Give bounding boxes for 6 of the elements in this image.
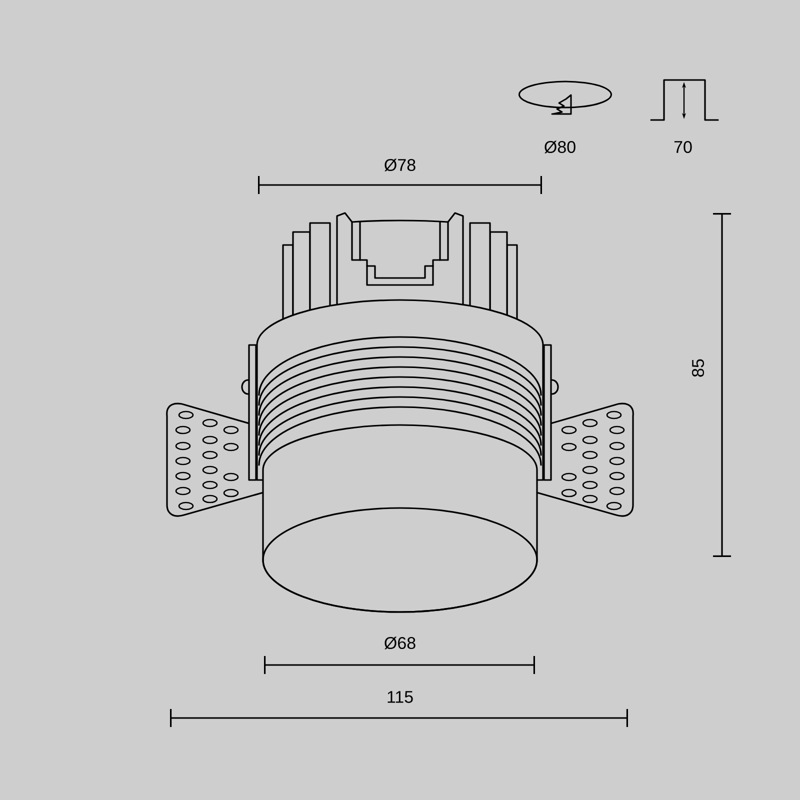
dimension-label: 85 [692, 359, 704, 377]
dimension-label: Ø68 [384, 636, 416, 650]
dimension-label: Ø80 [544, 140, 576, 154]
dimension-label: Ø78 [384, 158, 416, 172]
dimension-label: 70 [674, 140, 692, 154]
dimension-label: 115 [388, 691, 413, 703]
